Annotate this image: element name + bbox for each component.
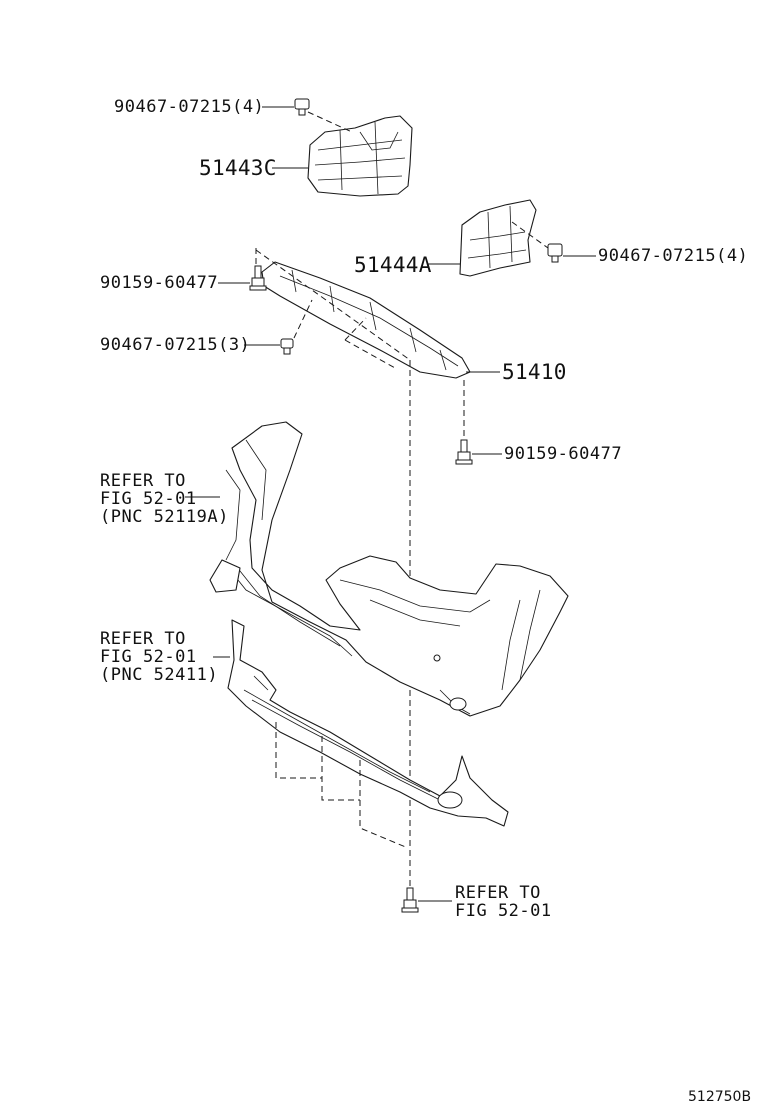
callout-clip-left: 90467-07215(3) [100, 335, 251, 355]
reference-line: (PNC 52411) [100, 665, 219, 685]
bolt-fastener-left [249, 265, 267, 291]
bolt-fastener-right [455, 439, 473, 465]
screw-fastener-bottom [401, 887, 419, 913]
front-bumper-cover [209, 421, 569, 717]
reference-line: FIG 52-01 [100, 489, 197, 509]
callout-part-51443c: 51443C [199, 156, 277, 180]
callout-bolt-right: 90159-60477 [504, 444, 623, 464]
clip-fastener-top [294, 98, 310, 116]
reference-line: FIG 52-01 [100, 647, 197, 667]
reference-bumper-cover: REFER TO FIG 52-01 (PNC 52119A) [100, 472, 229, 526]
engine-under-cover-51444a [459, 199, 537, 277]
callout-part-51444a: 51444A [354, 253, 432, 277]
callout-part-51410: 51410 [502, 360, 567, 384]
reference-line: REFER TO [455, 883, 541, 903]
clip-fastener-left [280, 338, 294, 355]
callout-bolt-left: 90159-60477 [100, 273, 219, 293]
diagram-code: 512750B [688, 1089, 752, 1105]
front-lower-spoiler [227, 619, 509, 827]
reference-line: (PNC 52119A) [100, 507, 229, 527]
reference-lower-spoiler: REFER TO FIG 52-01 (PNC 52411) [100, 630, 218, 684]
reference-line: FIG 52-01 [455, 901, 552, 921]
callout-clip-right: 90467-07215(4) [598, 246, 749, 266]
callout-clip-top: 90467-07215(4) [114, 97, 265, 117]
engine-under-cover-51443c [307, 115, 413, 197]
reference-bottom-screw: REFER TO FIG 52-01 [455, 884, 552, 920]
reference-line: REFER TO [100, 471, 186, 491]
front-bumper-under-cover-51410 [261, 261, 471, 379]
clip-fastener-right [547, 243, 563, 263]
reference-line: REFER TO [100, 629, 186, 649]
